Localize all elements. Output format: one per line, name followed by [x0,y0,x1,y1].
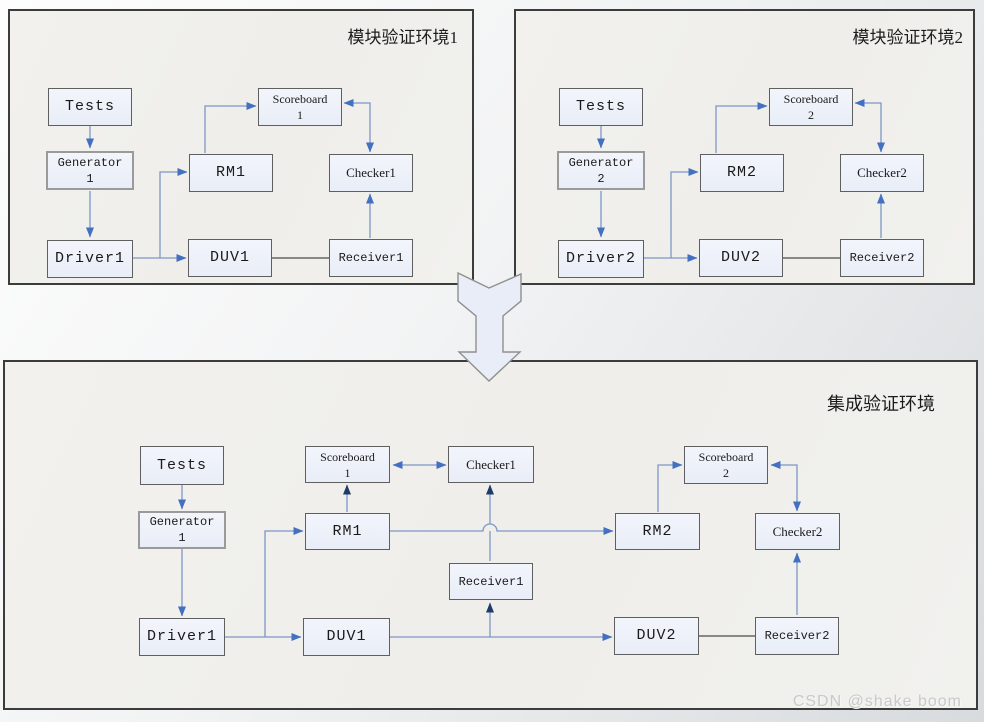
node-int-duv-2: DUV2 [614,617,699,655]
node-label: Receiver1 [338,251,404,265]
node-label: Checker1 [346,165,396,180]
node-tests-2: Tests [559,88,643,126]
node-receiver-2: Receiver2 [840,239,924,277]
node-label: Driver1 [54,250,125,267]
node-label: Checker2 [772,523,823,539]
node-label: Receiver2 [764,629,830,643]
node-label: Scoreboard [698,450,754,464]
node-int-receiver-2: Receiver2 [755,617,839,655]
node-label: Receiver2 [849,251,915,265]
node-int-tests: Tests [140,446,224,485]
node-label-line2: 2 [723,466,729,480]
panel-title: 集成验证环境 [827,394,935,414]
node-int-checker-2: Checker2 [755,513,840,550]
node-label: DUV1 [326,628,367,645]
node-int-rm-1: RM1 [305,513,390,550]
node-label: Checker2 [857,165,907,180]
node-label: RM2 [726,164,757,181]
panel-title: 模块验证环境2 [852,28,964,47]
node-int-duv-1: DUV1 [303,618,390,656]
node-int-checker-1: Checker1 [448,446,534,483]
csdn-watermark: CSDN @shake boom [792,693,962,710]
node-label: Scoreboard [272,92,328,106]
node-label: Generator [57,155,123,170]
node-label-line2: 1 [178,531,186,545]
panel-title: 模块验证环境1 [347,28,459,47]
node-label: Driver2 [565,250,636,267]
node-label: Generator [149,515,215,529]
node-checker-2: Checker2 [840,154,924,192]
node-label: Tests [64,98,115,115]
node-int-driver-1: Driver1 [139,618,225,656]
node-label: Tests [156,456,207,474]
node-label: Driver1 [146,628,217,645]
node-driver-1: Driver1 [47,240,133,278]
node-label: DUV2 [720,249,761,266]
node-int-receiver-1: Receiver1 [449,563,533,600]
node-label: DUV1 [209,249,250,266]
node-label-line2: 1 [86,171,94,186]
node-label: RM2 [642,522,673,540]
node-label: Scoreboard [320,449,375,464]
node-label-line2: 2 [597,171,605,186]
node-label-line2: 1 [344,465,351,480]
node-label-line2: 1 [297,108,303,122]
node-tests-1: Tests [48,88,132,126]
node-int-rm-2: RM2 [615,513,700,550]
node-int-scoreboard-2: Scoreboard 2 [684,446,768,484]
node-label: RM1 [332,522,363,540]
node-label: DUV2 [636,627,677,644]
node-label: Tests [575,98,626,115]
node-label: RM1 [215,164,246,181]
node-rm-2: RM2 [700,154,784,192]
node-label: Scoreboard [783,92,839,106]
node-driver-2: Driver2 [558,240,644,278]
node-receiver-1: Receiver1 [329,239,413,277]
node-label: Checker1 [466,456,516,472]
node-scoreboard-2: Scoreboard 2 [769,88,853,126]
node-duv-2: DUV2 [699,239,783,277]
node-int-generator-1: Generator 1 [138,511,226,549]
node-rm-1: RM1 [189,154,273,192]
node-label-line2: 2 [808,108,814,122]
node-scoreboard-1: Scoreboard 1 [258,88,342,126]
node-duv-1: DUV1 [188,239,272,277]
node-checker-1: Checker1 [329,154,413,192]
node-label: Generator [568,155,634,170]
node-label: Receiver1 [458,574,524,589]
